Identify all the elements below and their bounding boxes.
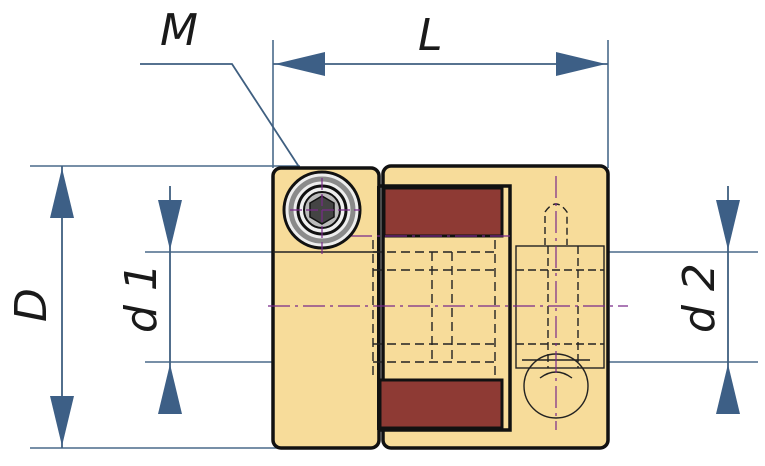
arrow-D-bottom [50,396,74,446]
label-d2: d 2 [674,263,725,333]
arrow-D-top [50,168,74,218]
clamp-screw [282,170,362,258]
center-lines [268,176,628,430]
label-M: M [160,5,198,56]
elastomer-insert-top [382,186,504,238]
elastomer-insert-bottom [378,378,504,430]
arrow-L-left [275,52,325,76]
leader-M [140,63,319,197]
arrow-d1-top [158,200,182,250]
jaw-outline [378,184,512,432]
arrow-L-right [556,52,606,76]
arrow-d2-top [716,200,740,250]
label-D: D [6,288,57,322]
label-L: L [418,10,443,61]
arrowheads [50,52,740,446]
arrow-d2-bottom [716,364,740,414]
label-d1: d 1 [116,263,167,333]
arrow-d1-bottom [158,364,182,414]
